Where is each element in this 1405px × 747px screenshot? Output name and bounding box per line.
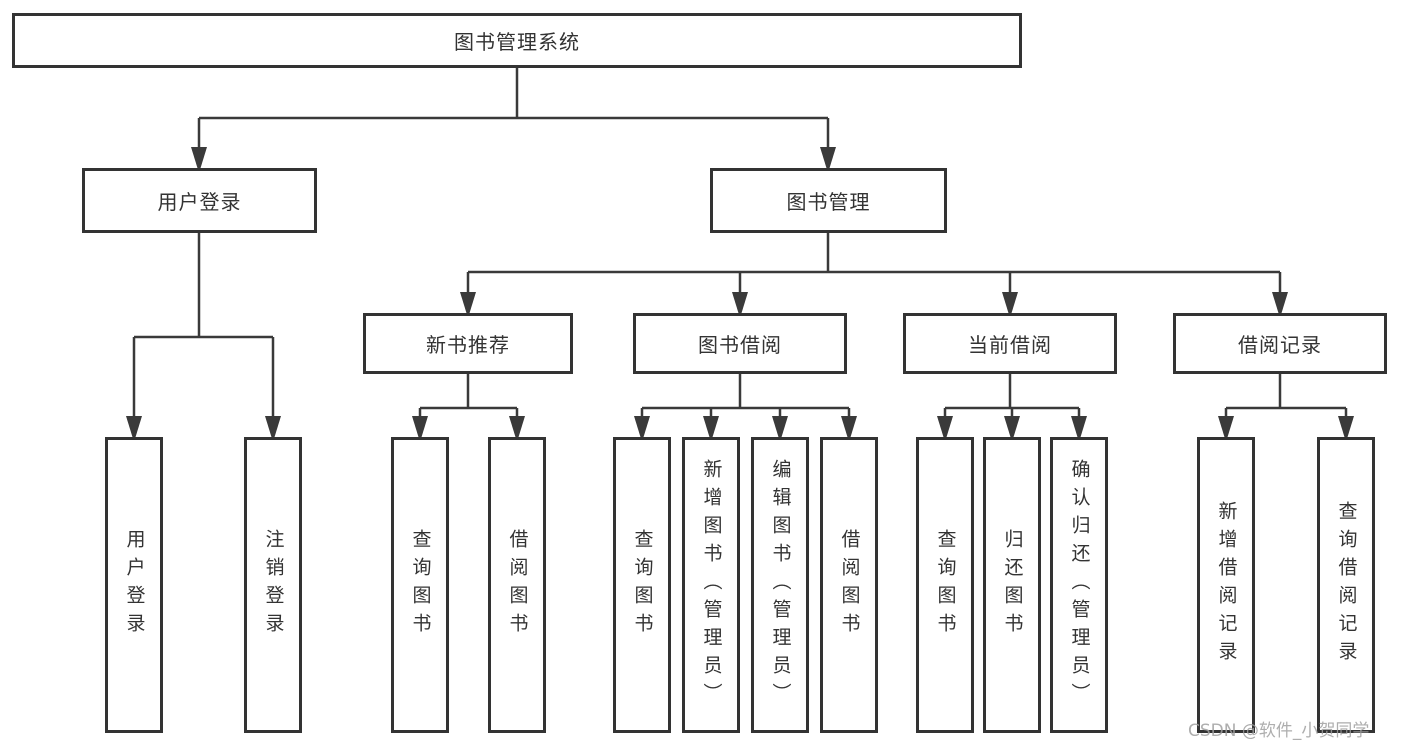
leaf-borrow-book-recommend-label: 借阅图书 — [506, 529, 529, 641]
leaf-add-book-admin: 新增图书（管理员） — [682, 437, 740, 733]
leaf-query-books-borrow-label: 查询图书 — [631, 529, 654, 641]
node-new-book-recommend-label: 新书推荐 — [426, 333, 510, 357]
leaf-edit-book-admin: 编辑图书（管理员） — [751, 437, 809, 733]
leaf-logout: 注销登录 — [244, 437, 302, 733]
connector-current-borrow-children — [943, 374, 1081, 419]
leaf-logout-label: 注销登录 — [262, 529, 285, 641]
connector-root-to-level2 — [197, 68, 830, 150]
connector-book-borrow-children — [640, 374, 851, 419]
leaf-add-borrow-record: 新增借阅记录 — [1197, 437, 1255, 733]
leaf-borrow-book: 借阅图书 — [820, 437, 878, 733]
leaf-query-borrow-record: 查询借阅记录 — [1317, 437, 1375, 733]
node-book-borrow-label: 图书借阅 — [698, 333, 782, 357]
node-current-borrow: 当前借阅 — [903, 313, 1117, 374]
leaf-confirm-return-admin-label: 确认归还（管理员） — [1068, 459, 1091, 711]
leaf-query-books-recommend: 查询图书 — [391, 437, 449, 733]
arrowheads — [126, 147, 1354, 442]
leaf-query-books-current-label: 查询图书 — [934, 529, 957, 641]
connector-user-login-children — [132, 233, 275, 419]
leaf-query-books-borrow: 查询图书 — [613, 437, 671, 733]
leaf-return-book: 归还图书 — [983, 437, 1041, 733]
node-current-borrow-label: 当前借阅 — [968, 333, 1052, 357]
watermark: CSDN @软件_小贺同学 — [1188, 721, 1370, 741]
connector-book-management-children — [466, 233, 1282, 295]
node-root: 图书管理系统 — [12, 13, 1022, 68]
node-borrow-records-label: 借阅记录 — [1238, 333, 1322, 357]
leaf-query-books-current: 查询图书 — [916, 437, 974, 733]
leaf-user-login-label: 用户登录 — [123, 529, 146, 641]
node-new-book-recommend: 新书推荐 — [363, 313, 573, 374]
leaf-add-borrow-record-label: 新增借阅记录 — [1215, 501, 1238, 669]
connector-new-book-children — [418, 374, 519, 419]
leaf-edit-book-admin-label: 编辑图书（管理员） — [769, 459, 792, 711]
leaf-borrow-book-label: 借阅图书 — [838, 529, 861, 641]
node-user-login: 用户登录 — [82, 168, 317, 233]
node-book-borrow: 图书借阅 — [633, 313, 847, 374]
connector-borrow-records-children — [1224, 374, 1348, 419]
leaf-query-borrow-record-label: 查询借阅记录 — [1335, 501, 1358, 669]
node-root-label: 图书管理系统 — [454, 30, 580, 54]
node-book-management-label: 图书管理 — [786, 190, 871, 214]
leaf-query-books-recommend-label: 查询图书 — [409, 529, 432, 641]
node-user-login-label: 用户登录 — [157, 190, 242, 214]
node-book-management: 图书管理 — [710, 168, 947, 233]
node-borrow-records: 借阅记录 — [1173, 313, 1387, 374]
leaf-return-book-label: 归还图书 — [1001, 529, 1024, 641]
leaf-add-book-admin-label: 新增图书（管理员） — [700, 459, 723, 711]
leaf-confirm-return-admin: 确认归还（管理员） — [1050, 437, 1108, 733]
leaf-user-login: 用户登录 — [105, 437, 163, 733]
leaf-borrow-book-recommend: 借阅图书 — [488, 437, 546, 733]
